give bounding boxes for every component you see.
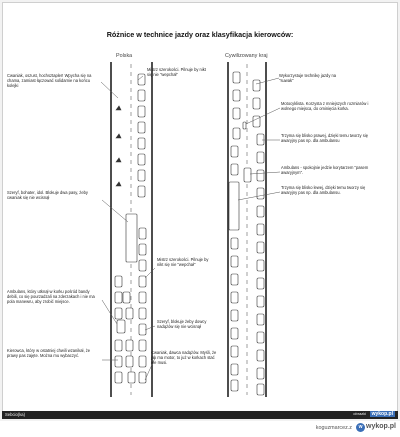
footer-prefix: obrazki	[353, 411, 367, 416]
note-left-6: Szeryf, blokuje żeby dowcy nadążów się n…	[157, 319, 207, 329]
right-road	[227, 62, 267, 397]
note-left-3: Szeryf, bohater, idol. Blokuje dwa pasy,…	[7, 190, 88, 200]
note-left-5: Ambulans, który utknął w korku pośród ba…	[7, 289, 95, 304]
ambulance-left	[116, 319, 126, 334]
ambulance-right	[243, 167, 252, 183]
leader-lines	[100, 75, 281, 381]
diagram-panel	[2, 2, 398, 412]
note-right-3: Trzyma się blisko prawej, dzięki temu tw…	[281, 133, 368, 143]
diagram-title: Różnice w technice jazdy oraz klasyfikac…	[106, 30, 294, 39]
footer-author: Sebcio(ka)	[5, 412, 26, 417]
note-right-2: Motocyklista. Korzysta z mniejszych rozm…	[281, 101, 369, 111]
note-left-7: Kierowca, który w ostatniej chwili wzani…	[7, 348, 91, 358]
note-left-1: Cwaniak, oszust, hochsztapler! Wpycha si…	[7, 73, 92, 88]
note-left-2: Mistrz szerokości. Pilnuje by nikt się n…	[147, 67, 206, 77]
wykop-icon: w	[356, 423, 366, 432]
truck-right	[228, 181, 240, 231]
left-cars	[114, 73, 147, 384]
uploader-name[interactable]: koguzmarcez.z	[315, 425, 352, 431]
motorcycle	[242, 121, 247, 130]
car-arrow	[115, 105, 122, 187]
note-right-5: Trzyma się blisko lewej, dzięki temu two…	[281, 185, 366, 195]
note-right-4: Ambulans - spokojnie jedzie korytarzem "…	[281, 165, 369, 175]
panel-label-right: Cywilizowany kraj	[225, 53, 268, 59]
panel-label-left: Polska	[116, 53, 133, 59]
footer-watermark: obrazki wykop.pl	[353, 411, 395, 417]
right-cars	[228, 71, 265, 396]
brand-label: wykop.pl	[366, 423, 396, 430]
note-left-8: Cwaniak, dawca nadążów. Myśli, że jak ma…	[151, 350, 217, 365]
note-right-1: Wykorzystuje technikę jazdy na "suwak"	[279, 73, 337, 83]
truck-left	[125, 213, 138, 263]
note-left-4: Mistrz szerokości. Pilnuje by nikt się n…	[157, 257, 209, 267]
image-footer: Sebcio(ka) obrazki wykop.pl	[2, 411, 398, 419]
footer-brand: wykop.pl	[369, 411, 395, 417]
